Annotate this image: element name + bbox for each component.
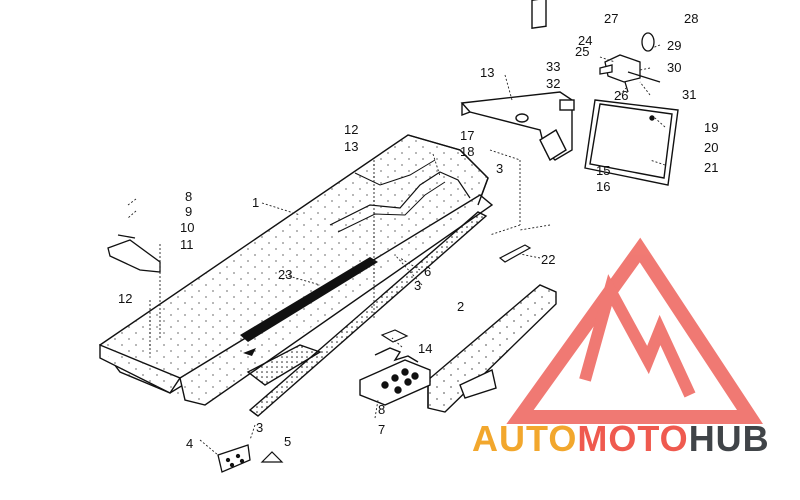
callout-20: 20 <box>704 140 718 155</box>
callout-3c: 3 <box>496 161 503 176</box>
callout-8b: 8 <box>378 402 385 417</box>
callout-30: 30 <box>667 60 681 75</box>
callout-4: 4 <box>186 436 193 451</box>
callout-6: 6 <box>424 264 431 279</box>
callout-18: 18 <box>460 144 474 159</box>
cap <box>260 451 284 463</box>
hitch-pin-assembly <box>599 32 661 93</box>
watermark-wordmark: AUTOMOTOHUB <box>472 418 770 460</box>
callout-13: 13 <box>344 139 358 154</box>
callout-8: 8 <box>185 189 192 204</box>
callout-12: 12 <box>118 291 132 306</box>
callout-labels: 1 2 3 3 3 4 5 6 7 8 8 9 10 11 12 12 13 1… <box>118 11 718 451</box>
callout-9: 9 <box>185 204 192 219</box>
callout-22: 22 <box>541 252 555 267</box>
hitch-bracket <box>107 234 161 273</box>
mount-plate <box>217 444 251 473</box>
callout-23: 23 <box>278 267 292 282</box>
callout-14: 14 <box>418 341 432 356</box>
watermark-auto: AUTO <box>472 418 578 459</box>
callout-7: 7 <box>378 422 385 437</box>
leader-lines <box>127 44 666 456</box>
callout-33: 33 <box>546 59 560 74</box>
callout-16: 16 <box>596 179 610 194</box>
callout-32: 32 <box>546 76 560 91</box>
callout-27: 27 <box>604 11 618 26</box>
callout-11: 11 <box>180 237 194 252</box>
callout-15: 15 <box>596 163 610 178</box>
callout-2: 2 <box>457 299 464 314</box>
watermark-moto: MOTO <box>577 418 689 459</box>
callout-3b: 3 <box>256 420 263 435</box>
footrest-bracket <box>359 347 431 406</box>
callout-10: 10 <box>180 220 194 235</box>
callout-31: 31 <box>682 87 696 102</box>
callout-29: 29 <box>667 38 681 53</box>
callout-12b: 12 <box>344 122 358 137</box>
watermark-logo-triangle <box>506 237 763 424</box>
callout-21: 21 <box>704 160 718 175</box>
callout-25: 25 <box>575 44 589 59</box>
callout-5: 5 <box>284 434 291 449</box>
callout-26: 26 <box>614 88 628 103</box>
callout-24: 24 <box>578 33 592 48</box>
callout-13b: 13 <box>480 65 494 80</box>
snow-flap <box>584 99 679 186</box>
callout-1: 1 <box>252 195 259 210</box>
hitch-assembly <box>460 0 575 162</box>
callout-19: 19 <box>704 120 718 135</box>
callout-28: 28 <box>684 11 698 26</box>
callout-17: 17 <box>460 128 474 143</box>
callout-3: 3 <box>414 278 421 293</box>
small-plate <box>380 329 409 343</box>
clip-22 <box>498 244 532 263</box>
running-board-rail <box>248 211 488 417</box>
watermark-hub: HUB <box>688 418 770 459</box>
